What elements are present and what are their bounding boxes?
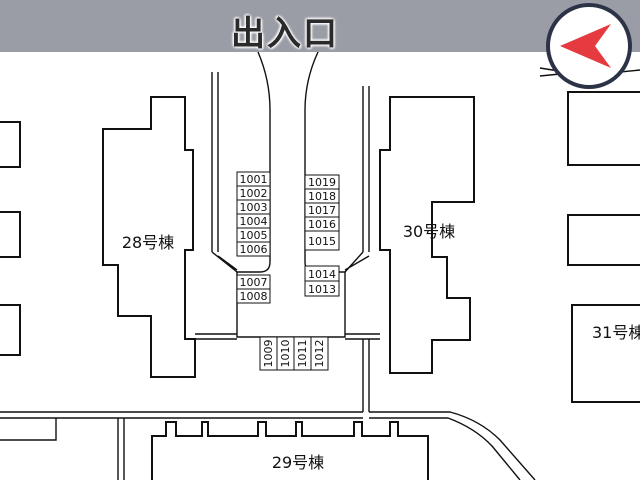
parking-space: 1010 xyxy=(276,336,295,371)
parking-space-label: 1012 xyxy=(313,340,326,368)
parking-space: 1001 xyxy=(236,171,271,187)
building-30-label: 30号棟 xyxy=(403,222,455,241)
parking-space: 1009 xyxy=(259,336,278,371)
parking-space: 1004 xyxy=(236,213,271,229)
parking-space-label: 1008 xyxy=(240,290,268,303)
parking-space: 1016 xyxy=(304,216,340,232)
building-31-label: 31号棟 xyxy=(592,323,640,342)
parking-space-label: 1011 xyxy=(296,340,309,368)
north-arrow-icon xyxy=(546,3,632,89)
parking-space-label: 1003 xyxy=(240,201,268,214)
parking-space: 1007 xyxy=(236,274,271,290)
entrance-label: 出入口 xyxy=(231,14,339,54)
parking-space: 1014 xyxy=(304,265,340,282)
parking-space: 1006 xyxy=(236,241,271,257)
parking-space-label: 1007 xyxy=(240,276,268,289)
parking-space-label: 1010 xyxy=(279,340,292,368)
parking-space-label: 1016 xyxy=(308,218,336,231)
entrance-header-bar xyxy=(0,0,640,52)
parking-space: 1015 xyxy=(304,230,340,251)
building-29-label: 29号棟 xyxy=(272,453,324,472)
building-29-outline xyxy=(151,421,429,480)
parking-space-label: 1006 xyxy=(240,243,268,256)
parking-space: 1019 xyxy=(304,174,340,190)
parking-space-label: 1009 xyxy=(262,340,275,368)
building-28-outline xyxy=(102,96,196,378)
parking-space-label: 1015 xyxy=(308,235,336,248)
building-28-label: 28号棟 xyxy=(122,233,174,252)
building-30-outline xyxy=(379,96,475,374)
parking-space: 1008 xyxy=(236,288,271,304)
parking-space-label: 1005 xyxy=(240,229,268,242)
building-31-outline xyxy=(567,91,640,403)
road-lines xyxy=(0,51,640,480)
parking-space: 1012 xyxy=(310,336,329,371)
parking-space: 1003 xyxy=(236,199,271,215)
parking-space: 1018 xyxy=(304,188,340,204)
parking-space-label: 1001 xyxy=(240,173,268,186)
parking-right-column: 1019 1018 1017 1016 1015 1014 1013 xyxy=(304,174,340,297)
parking-space-label: 1004 xyxy=(240,215,268,228)
parking-space: 1005 xyxy=(236,227,271,243)
parking-space: 1013 xyxy=(304,280,340,297)
parking-space-label: 1002 xyxy=(240,187,268,200)
parking-space-label: 1019 xyxy=(308,176,336,189)
parking-space: 1011 xyxy=(293,336,312,371)
parking-space-label: 1014 xyxy=(308,268,336,281)
parking-space: 1002 xyxy=(236,185,271,201)
parking-space-label: 1018 xyxy=(308,190,336,203)
parking-space-label: 1017 xyxy=(308,204,336,217)
left-building-fragments xyxy=(0,121,21,356)
parking-space-label: 1013 xyxy=(308,283,336,296)
parking-bottom-row: 1009 1010 1011 1012 xyxy=(259,336,329,371)
parking-space: 1017 xyxy=(304,202,340,218)
parking-left-column: 1001 1002 1003 1004 1005 1006 1007 1008 xyxy=(236,171,271,304)
